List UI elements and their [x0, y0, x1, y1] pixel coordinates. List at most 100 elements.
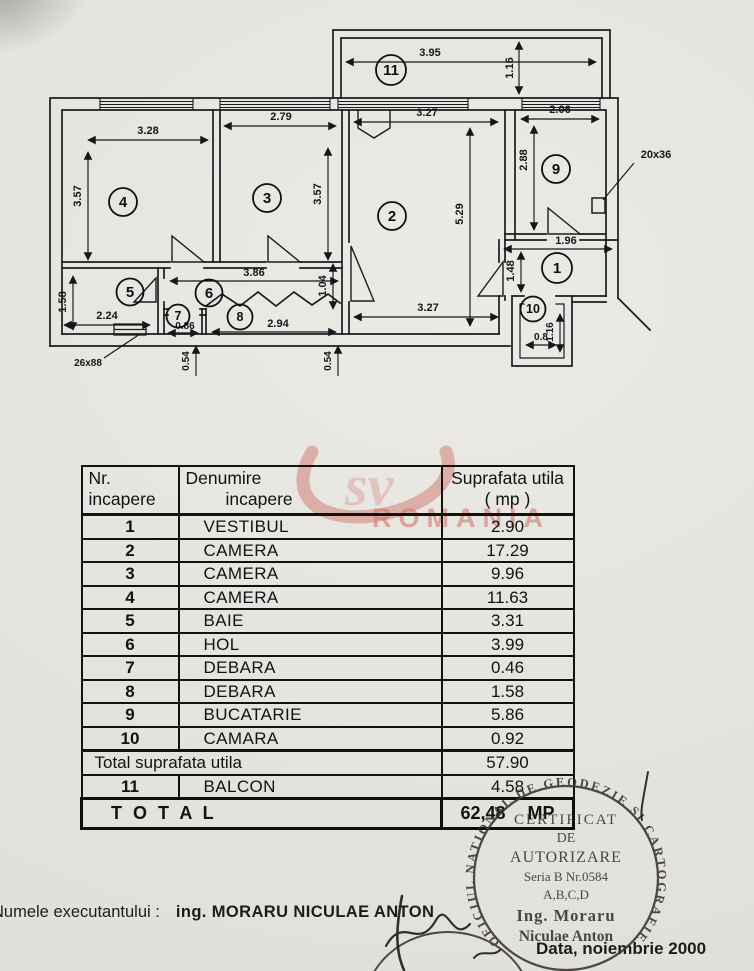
cell-nr: 11	[80, 773, 180, 800]
subtotal-label: Total suprafata utila	[80, 749, 443, 776]
dim-bath-width: 2.24	[96, 310, 118, 322]
dim-camara-width: 0.8	[534, 332, 548, 343]
dim-bath-height: 1.58	[57, 291, 69, 312]
cell-nr: 7	[80, 655, 180, 681]
cell-nr: 2	[80, 537, 180, 563]
floor-plan-walls	[49, 29, 652, 367]
dim-room4-height: 3.57	[72, 185, 84, 206]
dim-room1-width: 1.96	[555, 235, 576, 247]
dim-room1-height: 1.48	[505, 260, 517, 281]
door-swings	[132, 206, 582, 303]
header-nr: Nr.incapere	[80, 465, 180, 516]
cell-name: DEBARA	[177, 655, 443, 681]
total-label: T O T A L	[80, 797, 443, 830]
dim-room3-height: 3.57	[312, 183, 324, 204]
room-4-label: 4	[119, 194, 128, 211]
dim-room4-width: 3.28	[137, 125, 158, 137]
cell-name: CAMERA	[177, 537, 443, 563]
room-labels	[108, 54, 573, 331]
room-9-label: 9	[552, 161, 560, 178]
door-vestibule	[476, 259, 504, 297]
cell-nr: 3	[80, 561, 180, 587]
cell-area: 1.58	[440, 678, 575, 704]
cell-area: 0.92	[440, 725, 575, 752]
door-bath	[132, 276, 157, 303]
cell-nr: 5	[80, 608, 180, 634]
cell-name: CAMERA	[177, 584, 443, 610]
room-1-label: 1	[553, 260, 561, 277]
dim-room2-height: 5.29	[454, 203, 466, 224]
room-11-label: 11	[383, 62, 399, 79]
cell-nr: 9	[80, 702, 180, 728]
dim-room9-height: 2.88	[518, 149, 530, 170]
executor-name: ing. MORARU NICULAE ANTON	[175, 903, 435, 921]
total-unit: MP	[527, 802, 555, 823]
dim-corridor-width: 3.27	[417, 302, 438, 314]
door-room4	[171, 234, 206, 263]
cell-name: CAMARA	[177, 725, 443, 752]
balcony-row: 11 BALCON 4.58	[80, 773, 575, 800]
dimension-lines	[63, 41, 635, 376]
dim-balcony-width: 3.95	[419, 47, 440, 59]
dim-hall-width: 3.86	[243, 267, 264, 279]
floor-plan: 3.95 1.16 3.28 2.79 3.27 2.06 3.57 3.57 …	[49, 29, 672, 376]
cell-nr: 4	[80, 584, 180, 610]
cell-nr: 8	[80, 678, 180, 704]
cell-area: 11.63	[440, 584, 575, 610]
room-2-label: 2	[388, 208, 396, 225]
total-number: 62,48	[460, 802, 506, 823]
room-8-label: 8	[237, 310, 244, 324]
cell-nr: 6	[80, 631, 180, 657]
dim-closet7-depth: 0.54	[181, 351, 192, 371]
cell-name: CAMERA	[177, 561, 443, 587]
cell-area: 5.86	[440, 702, 575, 728]
cell-area: 17.29	[440, 537, 575, 563]
dim-room2-width: 3.27	[416, 107, 437, 119]
door-room2	[350, 245, 376, 302]
cell-area: 3.99	[440, 631, 575, 657]
dim-room3-width: 2.79	[270, 111, 291, 123]
window-hatching	[99, 98, 601, 110]
cell-name: BALCON	[177, 773, 443, 800]
door-room9	[547, 206, 582, 235]
dim-closet7-width: 0.86	[175, 321, 195, 332]
annotation-flue-size: 20x36	[641, 149, 672, 161]
annotation-window-size: 26x88	[74, 358, 102, 369]
room-6-label: 6	[205, 285, 213, 302]
dim-camara-height: 1.16	[545, 322, 556, 342]
dim-closet8-height: 1.04	[317, 274, 329, 296]
dim-room9-width: 2.06	[549, 104, 570, 116]
room-5-label: 5	[126, 284, 134, 301]
cell-area: 9.96	[440, 561, 575, 587]
room-7-label: 7	[175, 309, 182, 323]
date-line: Data, noiembrie 2000	[536, 939, 707, 958]
room-10-label: 10	[526, 302, 540, 316]
cell-name: BUCATARIE	[177, 702, 443, 728]
cell-name: DEBARA	[177, 678, 443, 704]
cell-area: 3.31	[440, 608, 575, 634]
dim-balcony-depth: 1.16	[504, 57, 516, 78]
cell-area: 0.46	[440, 655, 575, 681]
total-value: 62,48 MP	[440, 797, 575, 830]
footer: Numele executantului : ing. MORARU NICULA…	[0, 903, 754, 971]
dim-closet8-depth: 0.54	[323, 351, 334, 371]
executor-label: Numele executantului :	[0, 903, 160, 921]
dim-closet8-width: 2.94	[267, 318, 289, 330]
cell-name: VESTIBUL	[177, 513, 443, 540]
room-3-label: 3	[263, 190, 271, 207]
cell-nr: 10	[80, 725, 180, 752]
subtotal-row: Total suprafata utila 57.90	[80, 749, 575, 776]
cell-name: HOL	[177, 631, 443, 657]
